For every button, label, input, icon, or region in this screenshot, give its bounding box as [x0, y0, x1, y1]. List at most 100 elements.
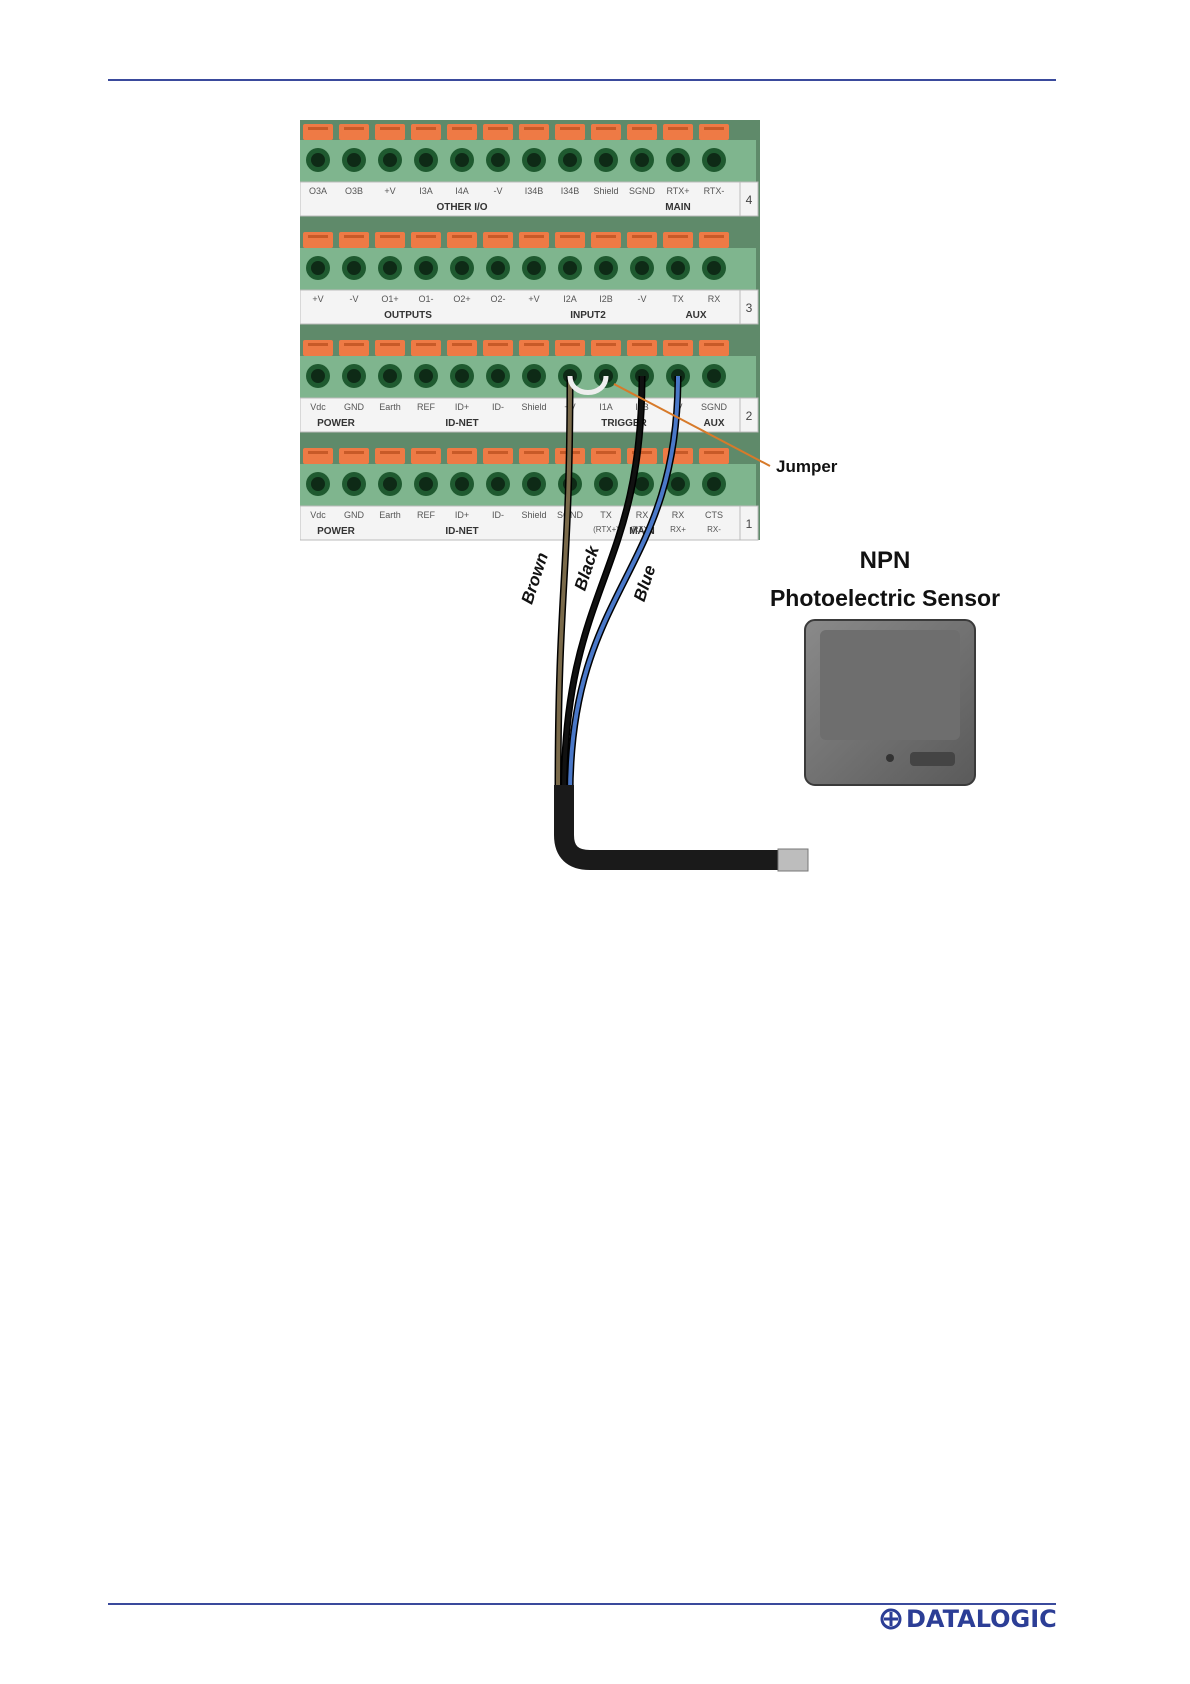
lever-slot	[704, 451, 724, 454]
wire-entry-core	[311, 369, 325, 383]
spring-lever	[663, 232, 693, 248]
jumper-wire	[567, 375, 609, 395]
footer-rule	[108, 1603, 1056, 1605]
spring-lever	[303, 232, 333, 248]
wire-entry-core	[347, 261, 361, 275]
lever-slot	[488, 127, 508, 130]
group-label: POWER	[317, 418, 356, 429]
lever-slot	[416, 451, 436, 454]
wire-entry-core	[527, 153, 541, 167]
lever-slot	[632, 451, 652, 454]
datalogic-mark-icon	[880, 1608, 902, 1630]
row-number: 2	[746, 409, 753, 423]
spring-lever	[447, 124, 477, 140]
lever-slot	[524, 451, 544, 454]
lever-slot	[596, 343, 616, 346]
spring-lever	[555, 232, 585, 248]
wire-entry-core	[419, 477, 433, 491]
pin-label: I2A	[563, 294, 577, 304]
spring-lever	[663, 340, 693, 356]
spring-lever	[699, 124, 729, 140]
pin-sublabel: (RTX+)	[593, 525, 619, 534]
wire-entry-core	[419, 153, 433, 167]
pin-sublabel: RX+	[670, 525, 686, 534]
pin-label: O3A	[309, 186, 327, 196]
spring-lever	[555, 340, 585, 356]
group-label: AUX	[703, 418, 724, 429]
sensor-face	[820, 630, 960, 740]
spring-lever	[411, 124, 441, 140]
pin-label: CTS	[705, 510, 723, 520]
pin-label: +V	[528, 294, 539, 304]
pin-label: Earth	[379, 510, 401, 520]
spring-lever	[375, 448, 405, 464]
pin-label: I34B	[561, 186, 580, 196]
pin-label: O1-	[418, 294, 433, 304]
wire-entry-core	[635, 153, 649, 167]
pin-label: RX	[708, 294, 721, 304]
label-strip	[300, 181, 741, 217]
lever-slot	[524, 127, 544, 130]
wire-entry-core	[455, 261, 469, 275]
wire-entry-core	[347, 153, 361, 167]
pin-label: SGND	[629, 186, 656, 196]
label-strip	[300, 289, 741, 325]
lever-slot	[308, 127, 328, 130]
wire-entry-core	[347, 477, 361, 491]
spring-lever	[591, 124, 621, 140]
sensor-cable	[554, 785, 780, 870]
pin-label: I1A	[599, 402, 613, 412]
wire-entry-core	[455, 369, 469, 383]
spring-lever	[447, 340, 477, 356]
spring-lever	[303, 340, 333, 356]
group-label: POWER	[317, 526, 356, 537]
row-number: 4	[746, 193, 753, 207]
spring-lever	[519, 448, 549, 464]
pin-label: +V	[312, 294, 323, 304]
wire-entry-core	[707, 261, 721, 275]
lever-slot	[308, 451, 328, 454]
wire-label-brown: Brown	[518, 550, 552, 606]
pin-label: RX	[636, 510, 649, 520]
pin-label: Earth	[379, 402, 401, 412]
sensor-wires	[554, 375, 809, 872]
sensor-indicator	[886, 754, 894, 762]
jumper-callout-line	[613, 383, 771, 467]
spring-lever	[411, 448, 441, 464]
wire-entry-core	[383, 477, 397, 491]
pin-label: -V	[638, 294, 647, 304]
row-number-box	[739, 397, 759, 433]
wire-entry-core	[671, 477, 685, 491]
lever-slot	[668, 235, 688, 238]
pin-label: I3A	[419, 186, 433, 196]
lever-slot	[560, 235, 580, 238]
spring-lever	[591, 340, 621, 356]
pin-sublabel: (RTX-)	[630, 525, 654, 534]
wire-entry-core	[455, 153, 469, 167]
datalogic-logo: DATALOGIC	[880, 1605, 1057, 1633]
pin-label: TX	[600, 510, 612, 520]
wire-entry-core	[635, 477, 649, 491]
label-strip	[300, 505, 741, 541]
wire-entry-core	[419, 369, 433, 383]
spring-lever	[519, 124, 549, 140]
spring-lever	[411, 340, 441, 356]
lever-slot	[596, 451, 616, 454]
group-label: TRIGGER	[601, 418, 647, 429]
wire-entry-core	[707, 369, 721, 383]
wire-entry-core	[599, 153, 613, 167]
pin-label: Shield	[593, 186, 618, 196]
spring-lever	[447, 232, 477, 248]
wire-entry-core	[527, 477, 541, 491]
wire-entry-core	[599, 261, 613, 275]
pin-label: REF	[417, 402, 436, 412]
wire-entry-core	[599, 477, 613, 491]
wire-entry-core	[707, 153, 721, 167]
lever-slot	[416, 343, 436, 346]
pin-label: Vdc	[310, 510, 326, 520]
